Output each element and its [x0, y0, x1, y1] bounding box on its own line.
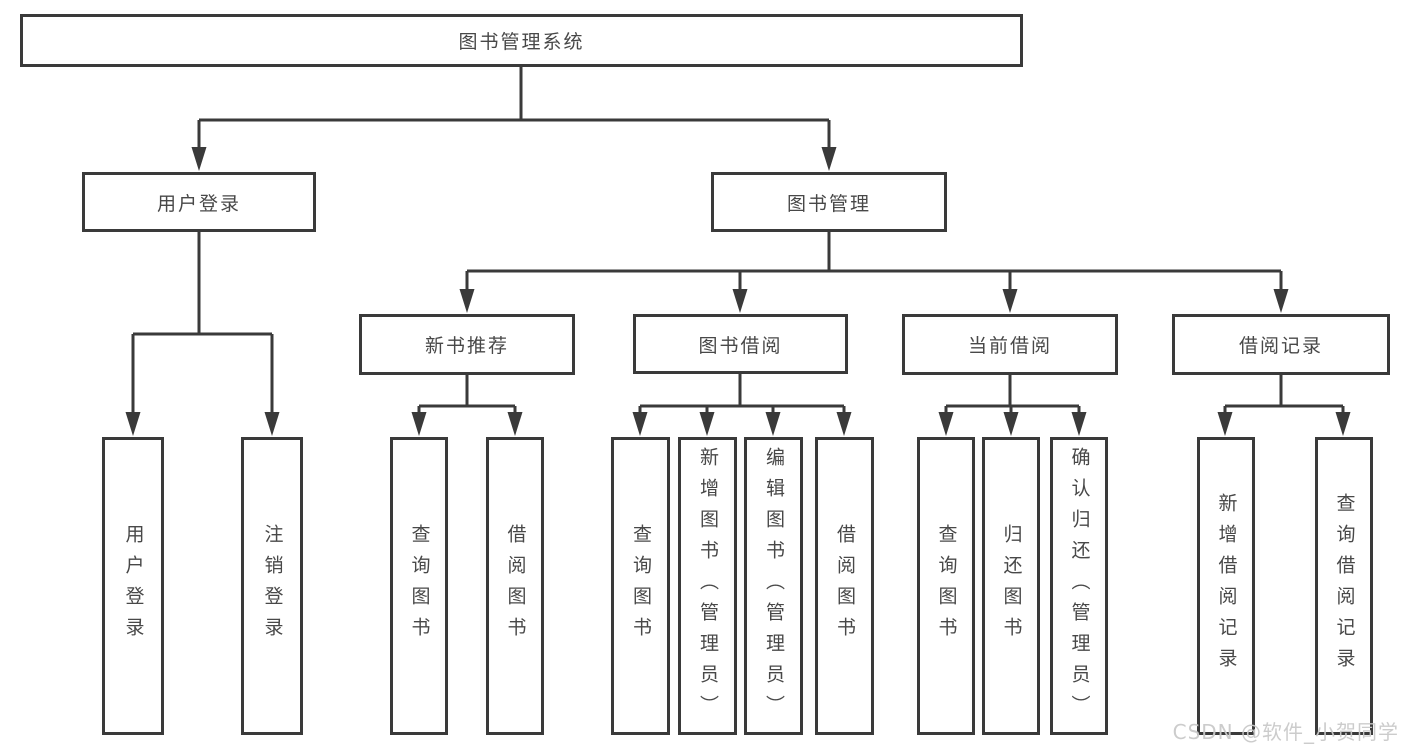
leaf-query-books-1-label: 查询图书	[408, 524, 431, 648]
connector-book-borrow-branch	[632, 374, 852, 436]
leaf-query-books-2: 查询图书	[611, 437, 670, 735]
leaf-borrow-books-1-label: 借阅图书	[504, 524, 527, 648]
node-user-login-label: 用户登录	[156, 192, 241, 215]
node-book-management-label: 图书管理	[786, 192, 871, 215]
csdn-watermark: CSDN @软件_小贺同学	[1172, 720, 1399, 744]
leaf-add-borrow-record: 新增借阅记录	[1197, 437, 1255, 735]
node-book-management: 图书管理	[711, 172, 947, 232]
connector-root-to-level2	[191, 67, 837, 171]
node-current-borrow-label: 当前借阅	[967, 335, 1052, 357]
leaf-logout: 注销登录	[241, 437, 303, 735]
leaf-borrow-books-2: 借阅图书	[815, 437, 874, 735]
node-book-borrow: 图书借阅	[633, 314, 848, 374]
connector-current-borrow-branch	[938, 375, 1087, 436]
node-current-borrow: 当前借阅	[902, 314, 1118, 375]
node-borrow-records: 借阅记录	[1172, 314, 1390, 375]
leaf-query-borrow-record-label: 查询借阅记录	[1333, 493, 1356, 679]
leaf-borrow-books-2-label: 借阅图书	[834, 524, 856, 648]
leaf-query-books-1: 查询图书	[390, 437, 448, 735]
node-new-book-recommend: 新书推荐	[359, 314, 575, 375]
connector-book-management-branch	[459, 232, 1289, 313]
leaf-user-login: 用户登录	[102, 437, 164, 735]
leaf-add-borrow-record-label: 新增借阅记录	[1215, 493, 1238, 679]
leaf-query-borrow-record: 查询借阅记录	[1315, 437, 1373, 735]
leaf-query-books-3: 查询图书	[917, 437, 975, 735]
connector-borrow-records-branch	[1217, 375, 1351, 436]
leaf-confirm-return-admin-label: 确认归还（管理员）	[1068, 446, 1091, 726]
leaf-user-login-label: 用户登录	[122, 524, 145, 648]
node-root-system: 图书管理系统	[20, 14, 1023, 67]
leaf-query-books-2-label: 查询图书	[630, 524, 652, 648]
leaf-confirm-return-admin: 确认归还（管理员）	[1050, 437, 1108, 735]
leaf-add-book-admin-label: 新增图书（管理员）	[697, 446, 719, 726]
node-new-book-recommend-label: 新书推荐	[424, 335, 509, 357]
leaf-return-book-label: 归还图书	[1000, 524, 1023, 648]
node-root-system-label: 图书管理系统	[458, 31, 585, 53]
node-borrow-records-label: 借阅记录	[1238, 335, 1323, 357]
leaf-query-books-3-label: 查询图书	[935, 524, 958, 648]
connector-new-book-recommend-branch	[411, 375, 523, 436]
leaf-logout-label: 注销登录	[261, 524, 284, 648]
connector-user-login-branch	[125, 232, 280, 436]
leaf-borrow-books-1: 借阅图书	[486, 437, 544, 735]
node-book-borrow-label: 图书借阅	[698, 334, 783, 357]
leaf-edit-book-admin-label: 编辑图书（管理员）	[763, 446, 785, 726]
leaf-add-book-admin: 新增图书（管理员）	[678, 437, 737, 735]
leaf-return-book: 归还图书	[982, 437, 1040, 735]
leaf-edit-book-admin: 编辑图书（管理员）	[744, 437, 803, 735]
node-user-login: 用户登录	[82, 172, 316, 232]
